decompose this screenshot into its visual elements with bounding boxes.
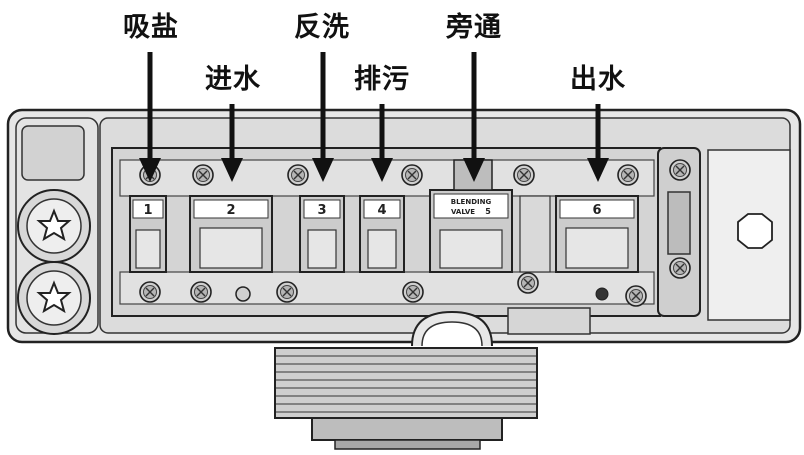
port-slots bbox=[129, 159, 639, 273]
slot-number-5: 5 bbox=[485, 207, 491, 216]
slot-number-1: 1 bbox=[143, 203, 152, 218]
callout-arrows bbox=[139, 52, 609, 182]
valve-label: VALVE bbox=[451, 208, 475, 216]
label-service-in: 进水 bbox=[205, 64, 261, 95]
center-arch bbox=[411, 307, 591, 347]
blending-label: BLENDING bbox=[451, 198, 492, 206]
screws bbox=[139, 159, 691, 307]
slot-number-4: 4 bbox=[377, 203, 386, 218]
slot-number-6: 6 bbox=[592, 203, 601, 218]
threaded-neck bbox=[274, 347, 538, 450]
upper-knob-icon bbox=[17, 189, 91, 263]
label-drain: 排污 bbox=[354, 64, 410, 95]
slot-number-3: 3 bbox=[317, 203, 326, 218]
slot-number-2: 2 bbox=[226, 203, 235, 218]
label-brine-draw: 吸盐 bbox=[123, 12, 179, 43]
lower-knob-icon bbox=[17, 261, 91, 335]
label-backwash: 反洗 bbox=[294, 12, 350, 43]
label-bypass: 旁通 bbox=[446, 12, 502, 43]
label-service-out: 出水 bbox=[570, 64, 626, 95]
